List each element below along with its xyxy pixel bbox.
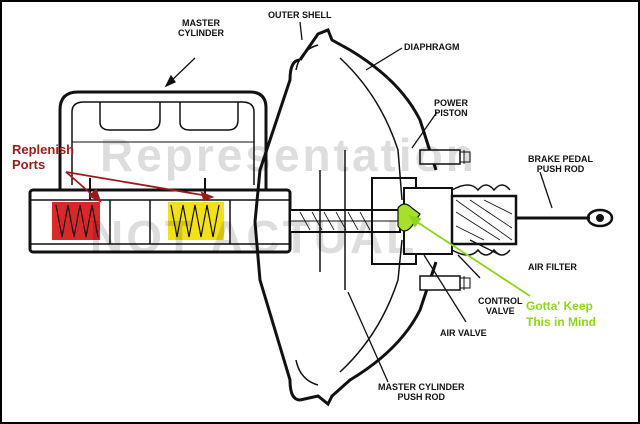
master-cylinder-reservoir: [58, 90, 268, 190]
label-air-valve: AIR VALVE: [440, 328, 487, 338]
yellow-spring-highlight: [168, 202, 224, 240]
watermark-line-1: Representation: [100, 129, 477, 181]
annotation-gotta-keep: Gotta' Keep This in Mind: [526, 299, 596, 329]
annotation-replenish-ports: Replenish Ports: [12, 142, 75, 172]
label-diaphragm: DIAPHRAGM: [404, 42, 460, 52]
replenish-port-arrows: [65, 171, 215, 203]
label-outer-shell: OUTER SHELL: [268, 10, 332, 20]
booster-shell: [253, 28, 438, 407]
brake-pedal-push-rod: [516, 208, 614, 228]
label-air-filter: AIR FILTER: [528, 262, 577, 272]
power-piston-assembly: [289, 150, 417, 290]
watermark-line-2: NOT ACTUAL: [90, 211, 418, 263]
gotta-keep-arrow: [408, 214, 531, 297]
leader-lines: [164, 21, 553, 383]
red-spring-highlight: [52, 202, 100, 240]
